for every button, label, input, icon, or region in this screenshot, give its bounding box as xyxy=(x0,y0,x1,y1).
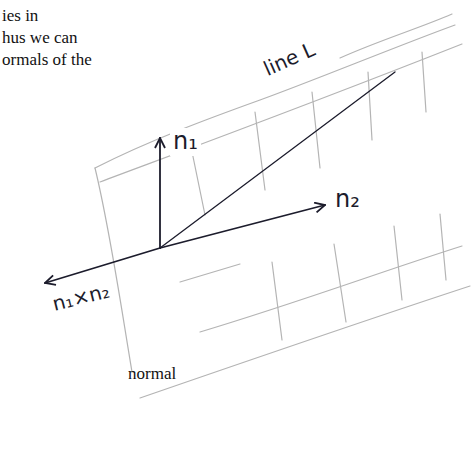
vector-label: n₁ xyxy=(170,128,201,156)
line-l xyxy=(160,72,395,248)
note-text: ies in xyxy=(2,6,38,26)
vector-label: n₁×n₂ xyxy=(47,279,115,317)
vector-n2 xyxy=(160,205,325,248)
line-label: line L xyxy=(257,37,321,82)
note-text: normal xyxy=(128,364,176,384)
note-text: ormals of the xyxy=(2,50,92,70)
vector-cross xyxy=(45,248,160,283)
vector-n1 xyxy=(159,138,161,248)
vector-label: n₂ xyxy=(332,186,363,214)
note-text: hus we can xyxy=(2,28,78,48)
vectors xyxy=(45,72,395,283)
surface-lines xyxy=(95,14,470,398)
